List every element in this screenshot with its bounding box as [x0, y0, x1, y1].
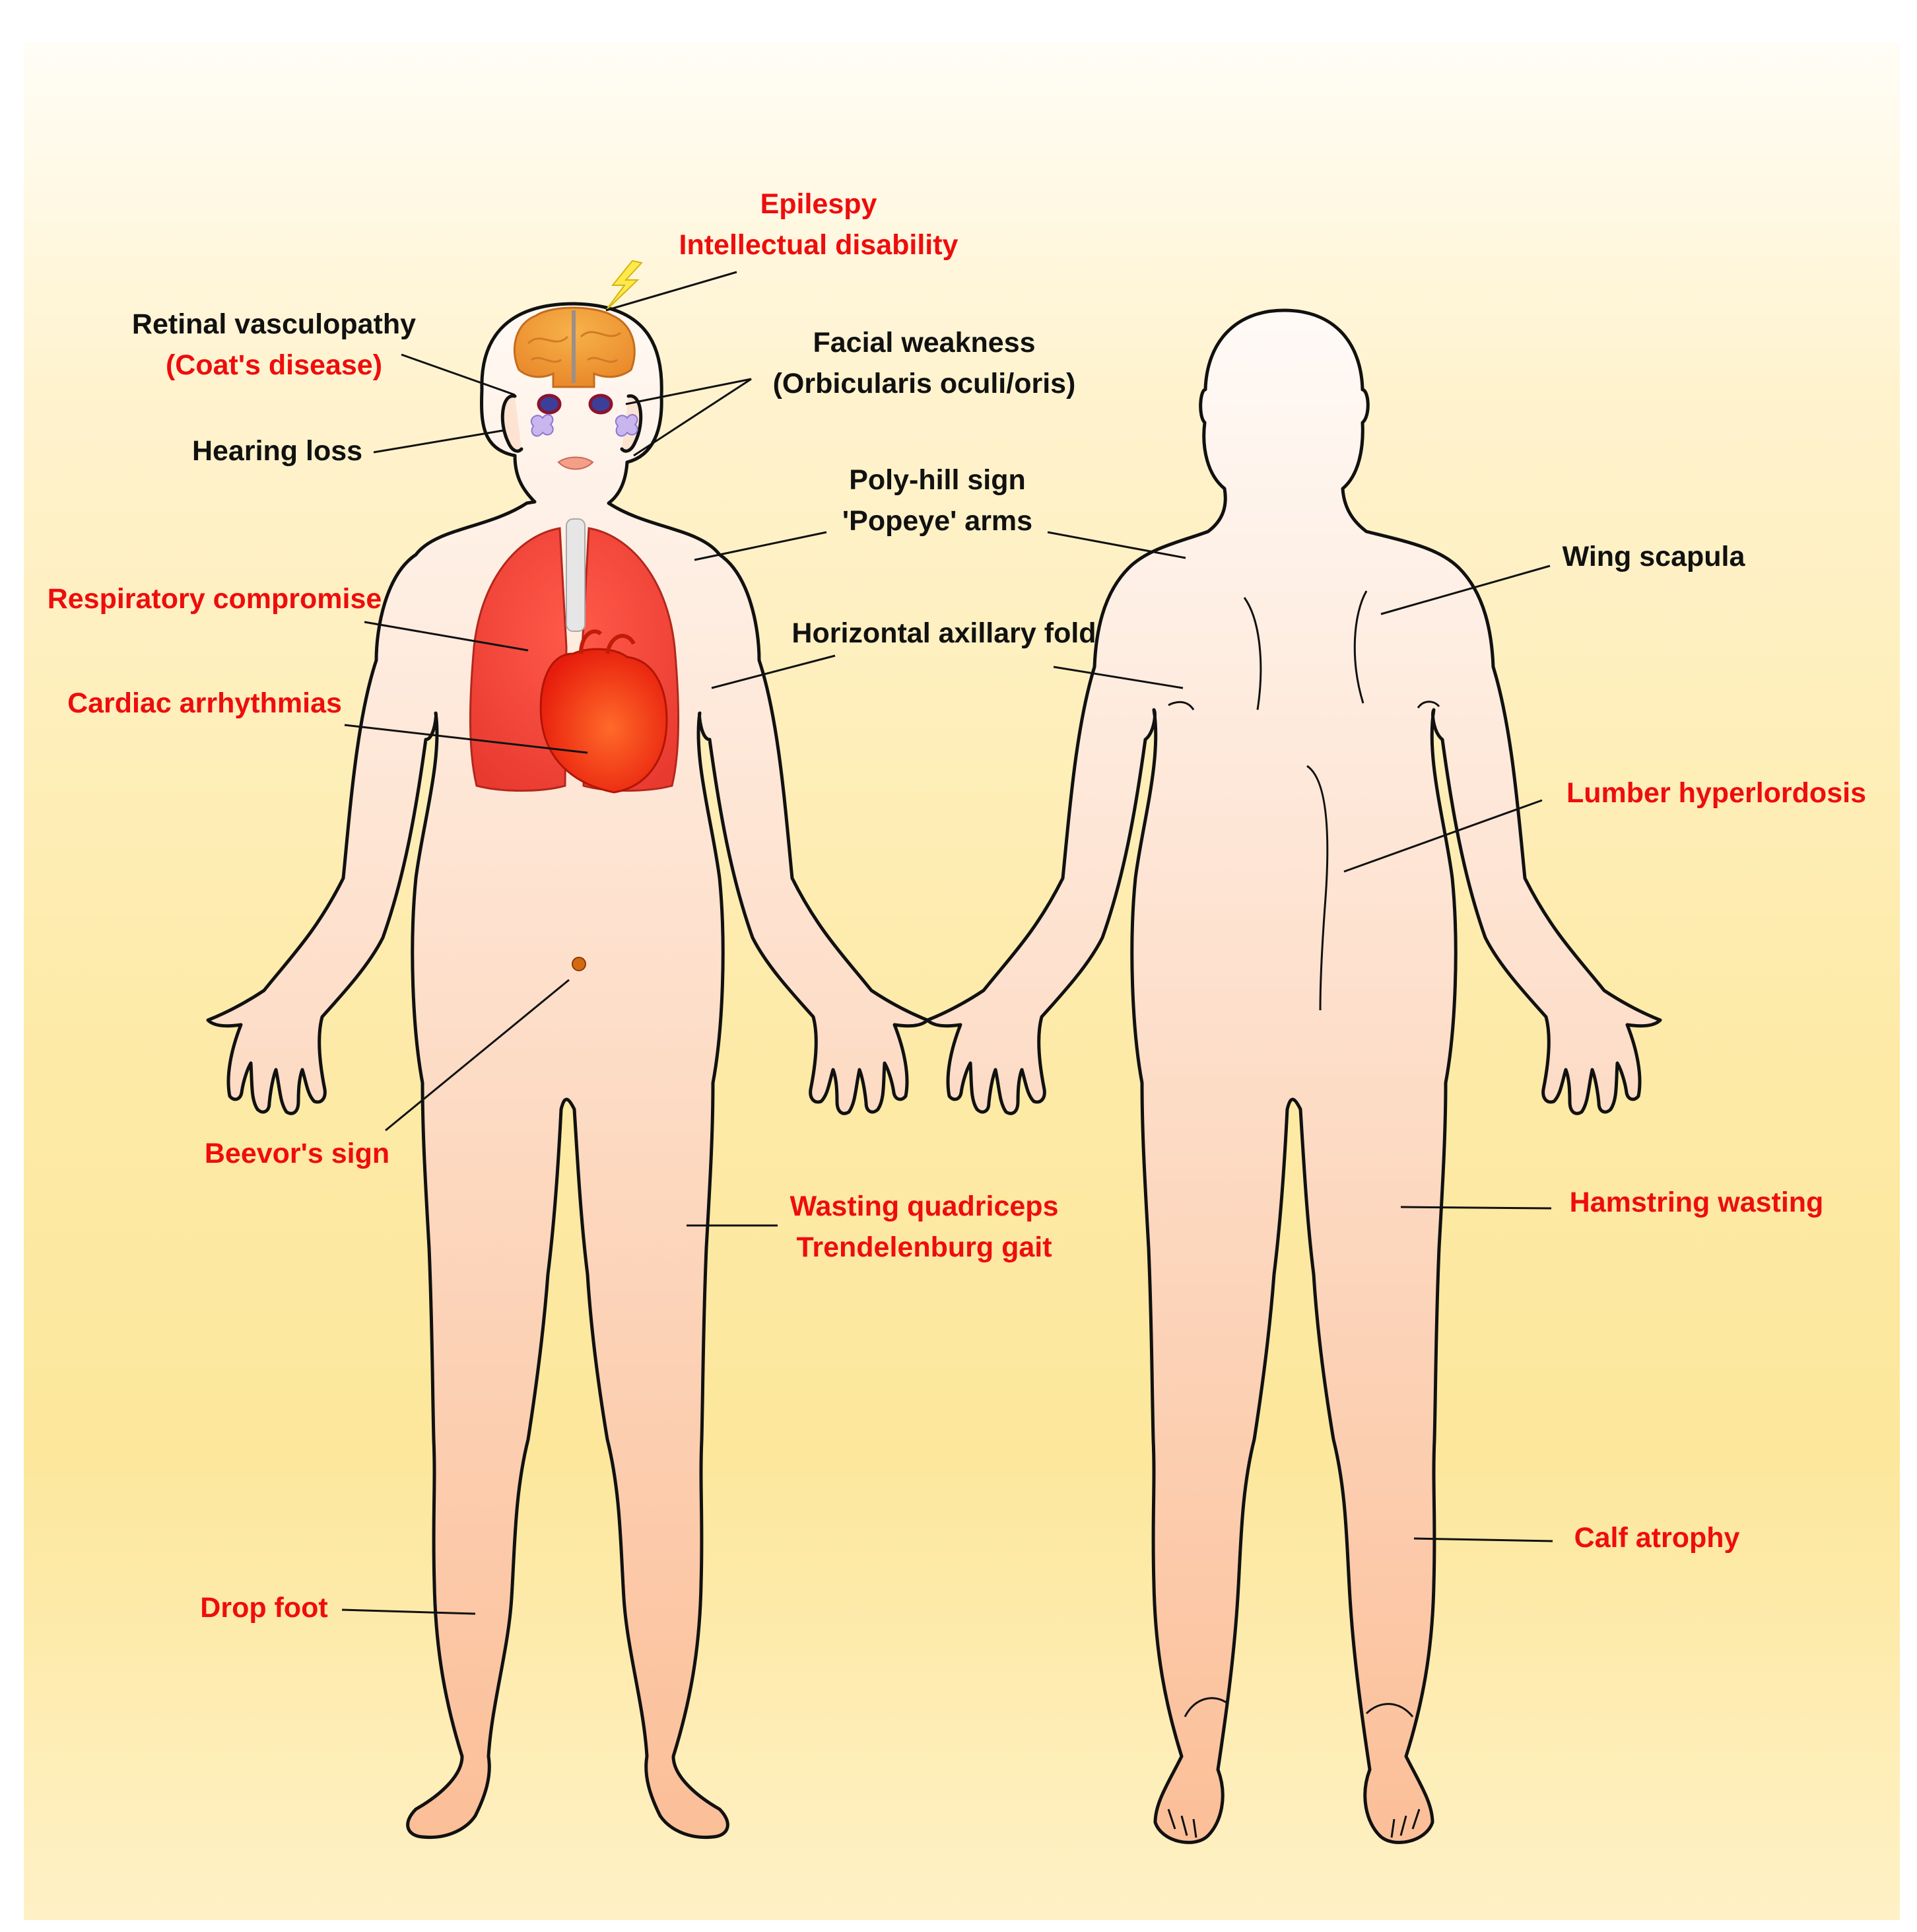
right-scapula-line: [1353, 590, 1368, 704]
label-cardiac: Cardiac arrhythmias: [46, 683, 363, 724]
back-figure: [925, 308, 1662, 1844]
label-retinal-line1: Retinal vasculopathy: [131, 308, 417, 340]
leader-polyhill-back: [1047, 531, 1186, 559]
front-mouth: [557, 456, 594, 470]
label-quadriceps: Wasting quadriceps Trendelenburg gait: [772, 1186, 1076, 1268]
leader-lines: [341, 271, 1553, 1615]
label-hearing-text: Hearing loss: [191, 435, 363, 467]
leader-lumbar: [1343, 799, 1543, 873]
leader-axillary-back: [1053, 666, 1184, 689]
label-axillary: Horizontal axillary fold: [766, 613, 1122, 654]
leader-beevor: [385, 979, 570, 1132]
label-calf: Calf atrophy: [1545, 1517, 1769, 1558]
leader-axillary-front: [711, 654, 836, 689]
leader-wing: [1380, 565, 1551, 615]
front-figure: [206, 259, 929, 1840]
front-navel: [572, 957, 586, 971]
spine-line: [1306, 765, 1329, 1011]
label-epilepsy-line1: Epilespy: [760, 188, 877, 220]
back-left-toes: [1167, 1809, 1197, 1838]
label-wing: Wing scapula: [1545, 536, 1763, 577]
label-facial-line1: Facial weakness: [813, 327, 1036, 359]
label-polyhill: Poly-hill sign 'Popeye' arms: [812, 460, 1063, 541]
brain-folds: [527, 331, 621, 363]
heart-icon: [539, 648, 668, 794]
front-left-ear: [500, 394, 523, 453]
label-facial: Facial weakness (Orbicularis oculi/oris): [753, 322, 1096, 404]
label-hamstring: Hamstring wasting: [1545, 1182, 1848, 1223]
label-polyhill-line2: 'Popeye' arms: [842, 505, 1033, 537]
label-respiratory: Respiratory compromise: [26, 578, 403, 619]
label-dropfoot-text: Drop foot: [200, 1592, 328, 1624]
leader-cardiac: [344, 724, 588, 754]
leader-calf: [1413, 1537, 1553, 1542]
trachea-icon: [566, 518, 586, 632]
label-hearing: Hearing loss: [172, 431, 383, 471]
label-beevor-text: Beevor's sign: [204, 1138, 390, 1169]
leader-hamstring: [1400, 1206, 1552, 1210]
label-wing-text: Wing scapula: [1562, 541, 1745, 572]
label-calf-text: Calf atrophy: [1574, 1522, 1740, 1554]
label-retinal: Retinal vasculopathy (Coat's disease): [119, 304, 429, 386]
label-beevor: Beevor's sign: [185, 1133, 409, 1174]
leader-respiratory: [364, 621, 529, 652]
label-polyhill-line1: Poly-hill sign: [849, 464, 1026, 496]
label-lumbar-text: Lumber hyperlordosis: [1566, 777, 1866, 809]
leader-facial-mouth: [633, 378, 752, 457]
leader-facial-eye: [625, 378, 752, 405]
back-left-ankle: [1184, 1697, 1228, 1717]
front-right-eye: [588, 394, 613, 415]
label-epilepsy-line2: Intellectual disability: [679, 229, 959, 261]
heart-vessels: [579, 629, 636, 654]
leader-retinal: [401, 353, 516, 396]
front-body-outline: [206, 302, 929, 1840]
label-lumbar: Lumber hyperlordosis: [1551, 773, 1881, 813]
leader-dropfoot: [341, 1608, 476, 1615]
label-hamstring-text: Hamstring wasting: [1569, 1187, 1824, 1218]
inner-ear-icon: [530, 414, 638, 437]
back-right-toes: [1390, 1809, 1421, 1838]
leader-hearing: [373, 429, 504, 454]
leader-polyhill-front: [694, 531, 827, 561]
label-respiratory-text: Respiratory compromise: [47, 583, 382, 615]
label-axillary-text: Horizontal axillary fold: [791, 617, 1096, 649]
back-right-ankle: [1365, 1703, 1414, 1717]
label-quadriceps-line1: Wasting quadriceps: [790, 1190, 1059, 1222]
label-quadriceps-line2: Trendelenburg gait: [796, 1231, 1052, 1263]
leader-epilepsy: [605, 271, 737, 312]
label-retinal-line2: (Coat's disease): [165, 349, 383, 381]
back-right-axilla: [1417, 701, 1440, 708]
left-scapula-line: [1243, 597, 1262, 710]
lightning-bolt-icon: [605, 259, 643, 311]
label-cardiac-text: Cardiac arrhythmias: [67, 687, 342, 719]
label-facial-line2: (Orbicularis oculi/oris): [772, 368, 1076, 399]
label-epilepsy: Epilespy Intellectual disability: [660, 184, 977, 265]
front-left-eye: [537, 394, 562, 415]
label-dropfoot: Drop foot: [178, 1587, 350, 1628]
back-body-outline: [925, 308, 1662, 1844]
back-left-axilla: [1168, 701, 1195, 710]
